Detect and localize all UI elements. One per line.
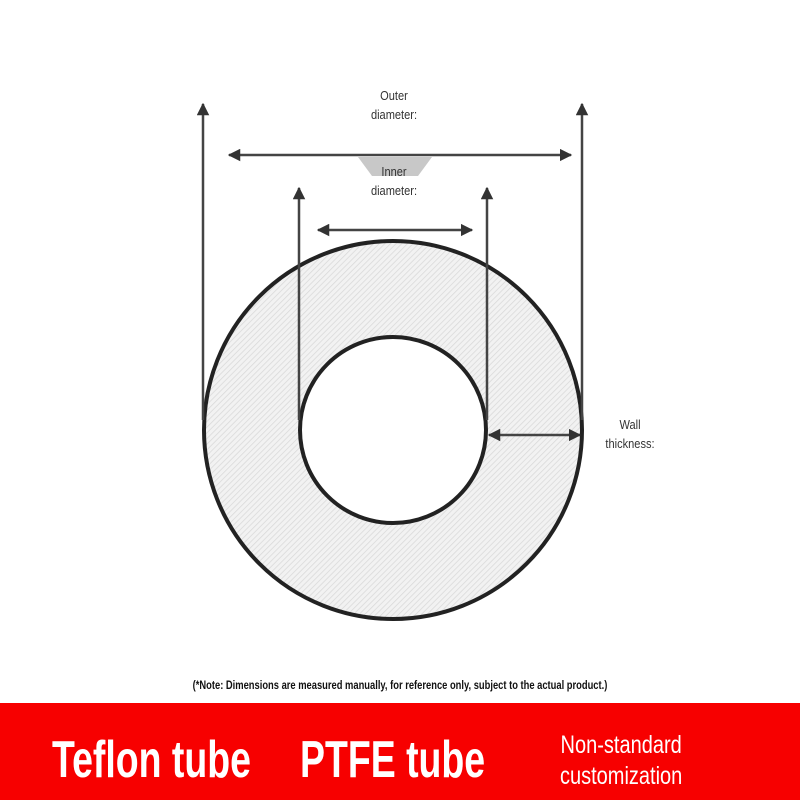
label-line: diameter: (370, 107, 418, 122)
banner-title-teflon: Teflon tube (52, 731, 251, 789)
side-line: Non-standard (560, 731, 682, 759)
label-line: thickness: (605, 436, 655, 451)
banner-title-ptfe: PTFE tube (300, 731, 486, 789)
banner-side-text: Non-standard customization (560, 730, 682, 792)
outer-diameter-label: Outer diameter: (360, 86, 428, 124)
dimension-note: (*Note: Dimensions are measured manually… (192, 678, 608, 692)
label-shadow (358, 157, 432, 176)
wall-thickness-label: Wall thickness: (596, 415, 664, 453)
inner-diameter-label: Inner diameter: (360, 162, 428, 200)
product-banner (0, 703, 800, 800)
label-line: Wall (619, 417, 641, 432)
label-line: Outer (380, 88, 408, 103)
side-line: customization (560, 762, 683, 790)
label-line: Inner (381, 164, 407, 179)
tube-ring (202, 239, 584, 621)
label-line: diameter: (370, 183, 418, 198)
